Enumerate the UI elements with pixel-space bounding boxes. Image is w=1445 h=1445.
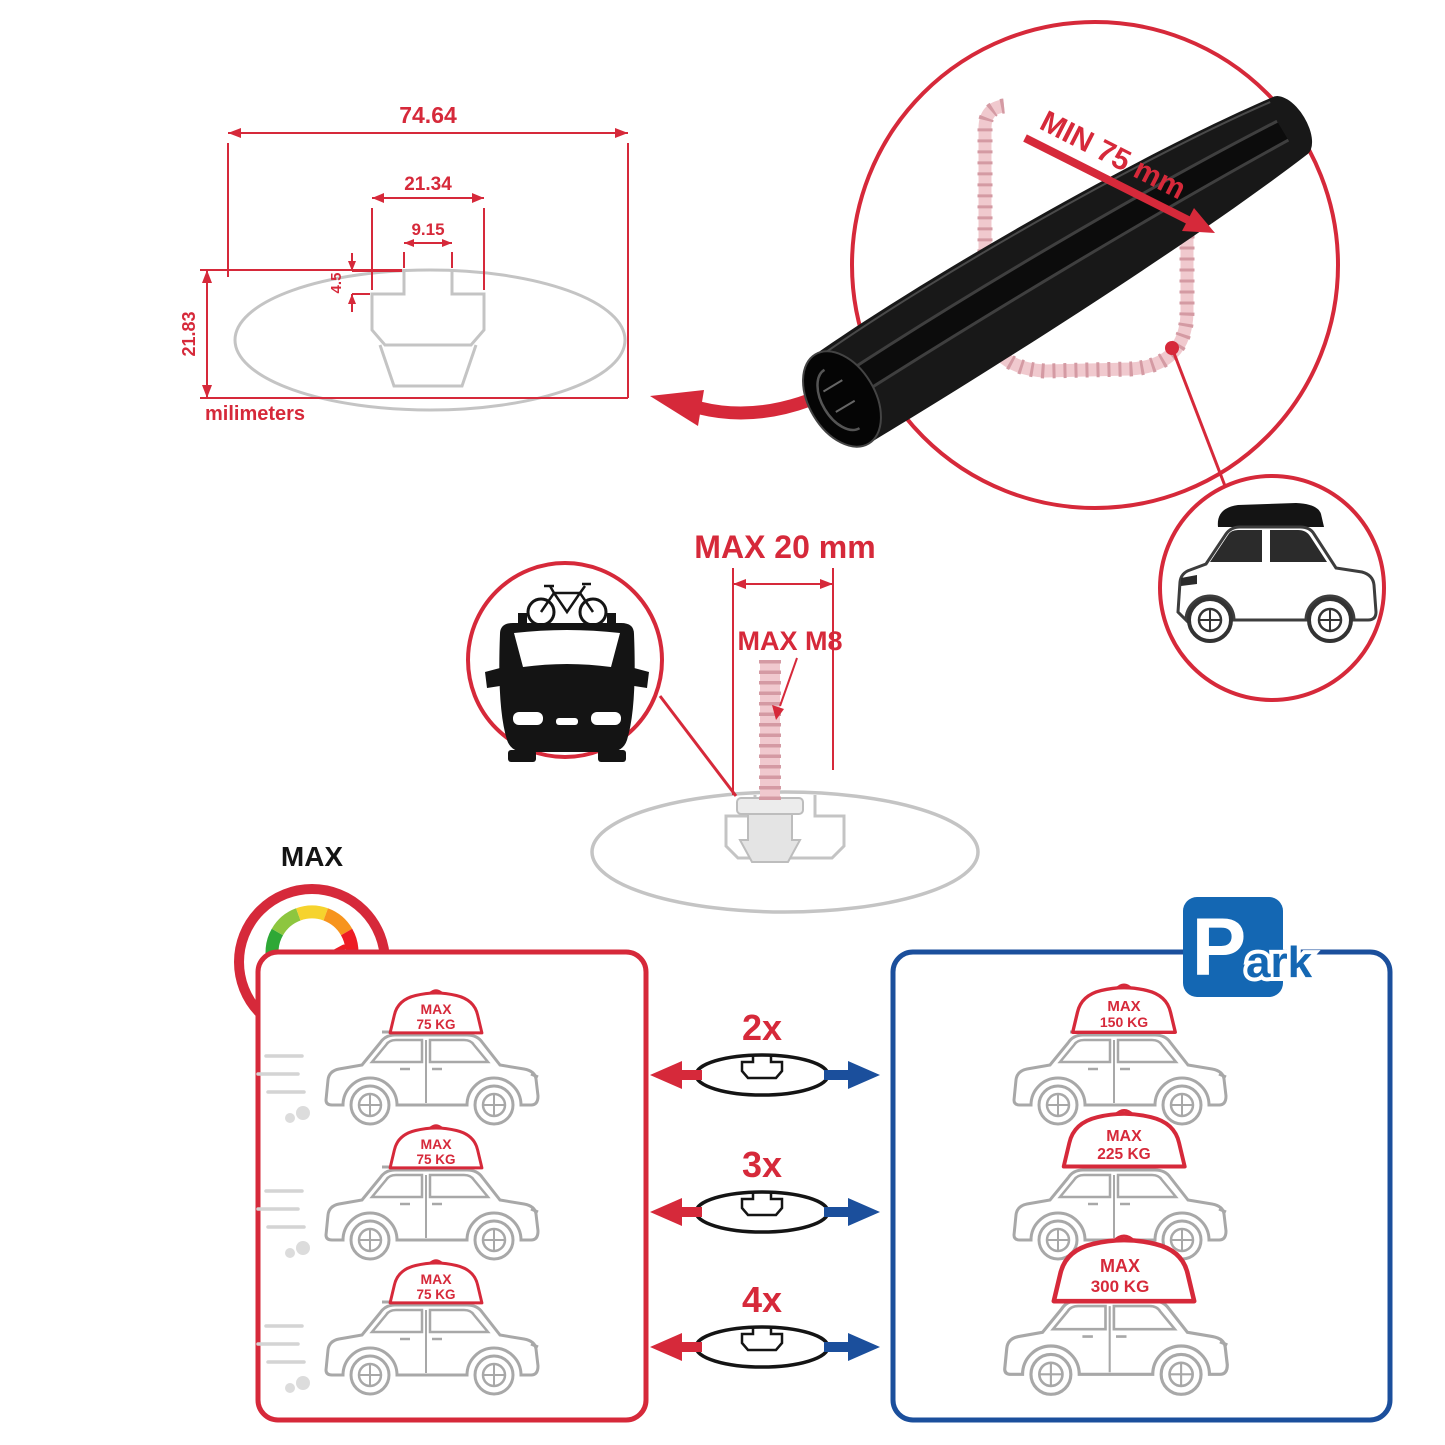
driving-car-row: MAX 75 KG: [256, 988, 540, 1126]
multiplier-row: 2x: [650, 1007, 880, 1097]
parking-sign-suffix: ark: [1246, 938, 1313, 987]
parking-sign-letter: P: [1192, 902, 1247, 993]
bag-weight-label: 225 KG: [1097, 1146, 1150, 1163]
parking-sign-icon: P ark: [1183, 897, 1317, 997]
bag-max-label: MAX: [420, 1136, 452, 1152]
driving-panel: MAX 75 KG MAX 75 KG MAX 75 KG: [255, 949, 649, 1423]
left-arrow: [650, 1198, 682, 1226]
dim-slot-outer-label: 21.34: [404, 174, 452, 195]
crossbar-detail-circle: MIN 75 mm: [802, 20, 1340, 510]
dim-slot-outer: 21.34: [371, 174, 485, 290]
crossbar-3d: [802, 96, 1313, 448]
callout-line: [1170, 347, 1227, 487]
bolt-thread-label: MAX M8: [737, 626, 842, 656]
right-arrow: [848, 1333, 880, 1361]
bike-circle-callout-line: [658, 695, 738, 797]
crossbar-end-face: [802, 350, 882, 448]
multiplier-label: 4x: [742, 1279, 782, 1320]
parked-car-row: MAX 300 KG: [1003, 1236, 1229, 1396]
parked-car-row: MAX 150 KG: [1012, 983, 1228, 1126]
t-bolt-icon: [736, 660, 804, 863]
bag-weight-label: 75 KG: [416, 1287, 455, 1302]
suv-roofbox-icon: [1176, 503, 1378, 643]
parking-sign-square: [1183, 897, 1283, 997]
bag-weight-label: 75 KG: [416, 1017, 455, 1032]
motion-lines-icon: [256, 1189, 306, 1229]
bike-car-circle: [466, 561, 664, 762]
units-label: milimeters: [205, 403, 305, 425]
multiplier-row: 4x: [650, 1279, 880, 1369]
parked-panel: MAX 150 KG MAX 225 KG MAX 300 KG: [890, 949, 1393, 1423]
suv-roofbox-circle: [1158, 474, 1386, 702]
bag-max-label: MAX: [1100, 1256, 1140, 1276]
driving-car-row: MAX 75 KG: [256, 1123, 540, 1261]
dim-bolt-thread: MAX M8: [737, 626, 843, 720]
cross-section-dimension-diagram: 74.64 21.34 9.15 4.5: [179, 102, 629, 425]
left-arrow: [650, 1333, 682, 1361]
multiplier-row: 3x: [650, 1144, 880, 1234]
parked-car-row: MAX 225 KG: [1012, 1108, 1228, 1261]
multiplier-column: 2x 3x 4x: [650, 1007, 880, 1369]
bag-weight-label: 75 KG: [416, 1152, 455, 1167]
multiplier-label: 3x: [742, 1144, 782, 1185]
crossbar-section-icon: [694, 1190, 830, 1234]
dim-slot-depth-label: 4.5: [328, 273, 345, 294]
multiplier-label: 2x: [742, 1007, 782, 1048]
crossbar-profile-ellipse: [233, 268, 627, 412]
right-arrow: [848, 1198, 880, 1226]
speed-max-label: MAX: [281, 841, 344, 872]
exhaust-smoke-icon: [296, 1106, 310, 1120]
left-arrow: [650, 1061, 682, 1089]
bag-max-label: MAX: [1106, 1128, 1142, 1145]
dim-total-width-label: 74.64: [399, 102, 457, 128]
dim-total-height: 21.83: [179, 269, 628, 399]
dim-slot-inner: 9.15: [403, 220, 453, 268]
motion-lines-icon: [256, 1324, 306, 1364]
crossbar-section-icon: [694, 1053, 830, 1097]
profile-keel: [378, 344, 478, 388]
dim-slot-depth: 4.5: [328, 253, 402, 312]
crossbar-section-icon: [694, 1325, 830, 1369]
dim-slot-inner-label: 9.15: [411, 220, 444, 239]
bag-max-label: MAX: [420, 1001, 452, 1017]
bolt-spec-diagram: MAX 20 mm MAX M8: [590, 529, 980, 914]
bolt-length-label: MAX 20 mm: [694, 529, 875, 565]
dim-total-height-label: 21.83: [179, 311, 199, 356]
dim-bolt-length: MAX 20 mm: [694, 529, 876, 795]
exhaust-smoke-icon: [296, 1241, 310, 1255]
bag-weight-label: 300 KG: [1091, 1277, 1150, 1296]
t-slot-profile: [370, 271, 486, 347]
bag-weight-label: 150 KG: [1100, 1014, 1148, 1030]
motion-lines-icon: [256, 1054, 306, 1094]
driving-car-row: MAX 75 KG: [256, 1258, 540, 1396]
car-front-icon: [485, 613, 649, 762]
dim-total-width: 74.64: [227, 102, 629, 398]
bag-max-label: MAX: [420, 1271, 452, 1287]
bag-max-label: MAX: [1107, 998, 1140, 1015]
exhaust-smoke-icon: [296, 1376, 310, 1390]
right-arrow: [848, 1061, 880, 1089]
